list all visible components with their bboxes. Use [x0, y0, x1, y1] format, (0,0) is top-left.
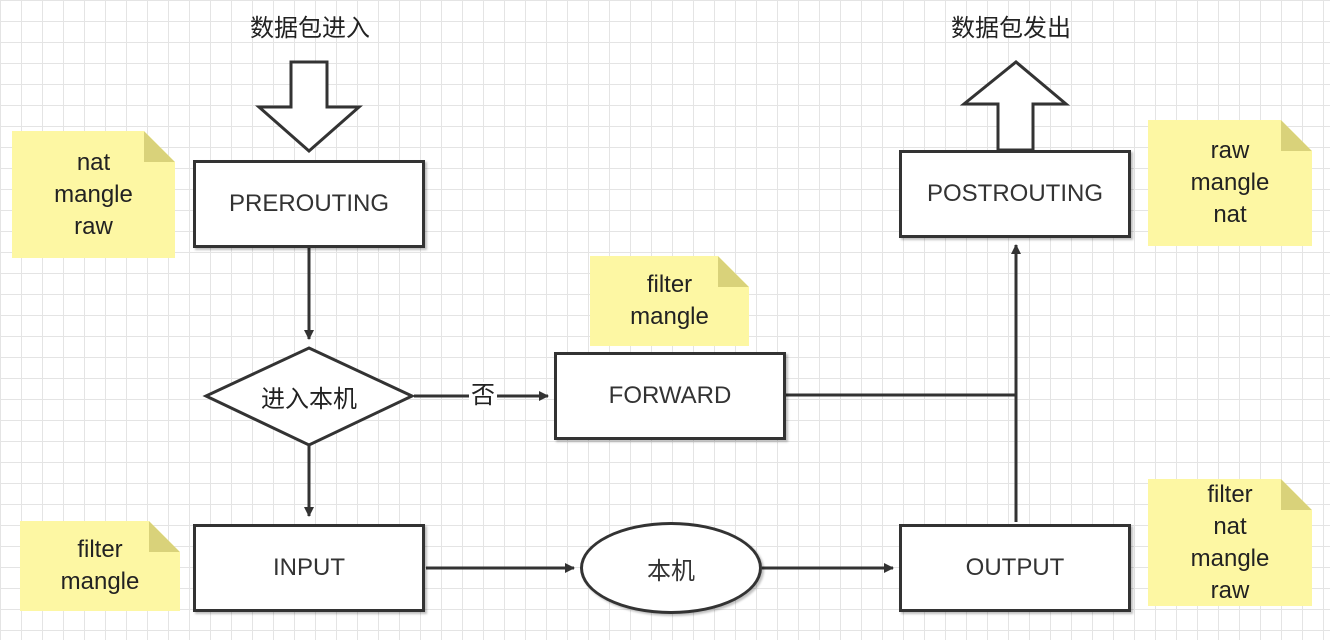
- packet-in-title: 数据包进入: [250, 15, 370, 42]
- postrouting-node: POSTROUTING: [899, 150, 1131, 238]
- output-node: OUTPUT: [899, 524, 1131, 612]
- note-line: filter: [1207, 480, 1253, 508]
- note-line: mangle: [1190, 544, 1270, 572]
- note-line: mangle: [1190, 169, 1270, 196]
- note-line: raw: [1210, 576, 1250, 604]
- note-line: nat: [1213, 201, 1247, 228]
- packet-out-title: 数据包发出: [951, 15, 1071, 42]
- prerouting-node: PREROUTING: [193, 160, 425, 248]
- note-line: raw: [1210, 137, 1250, 164]
- note-line: mangle: [54, 180, 133, 208]
- note-line: raw: [74, 212, 113, 240]
- note-line: nat: [1213, 512, 1247, 540]
- note-line: filter: [77, 536, 123, 563]
- edge-label-no: 否: [469, 382, 497, 410]
- note-line: nat: [76, 148, 111, 176]
- note-line: filter: [646, 271, 693, 298]
- packet-in-arrow-icon: [255, 60, 363, 153]
- local-host-node: 本机: [580, 522, 762, 614]
- note-prerouting-tables: nat mangle raw: [12, 131, 175, 258]
- decision-label: 进入本机: [261, 385, 357, 413]
- note-input-tables: filter mangle: [20, 521, 180, 611]
- input-node: INPUT: [193, 524, 425, 612]
- packet-out-arrow-icon: [959, 60, 1071, 152]
- forward-node: FORWARD: [554, 352, 786, 440]
- note-line: mangle: [630, 303, 709, 330]
- decision-diamond: [202, 346, 416, 447]
- note-output-tables: filter nat mangle raw: [1148, 479, 1312, 606]
- note-line: mangle: [60, 568, 140, 595]
- note-postrouting-tables: raw mangle nat: [1148, 120, 1312, 246]
- note-forward-tables: filter mangle: [590, 256, 749, 346]
